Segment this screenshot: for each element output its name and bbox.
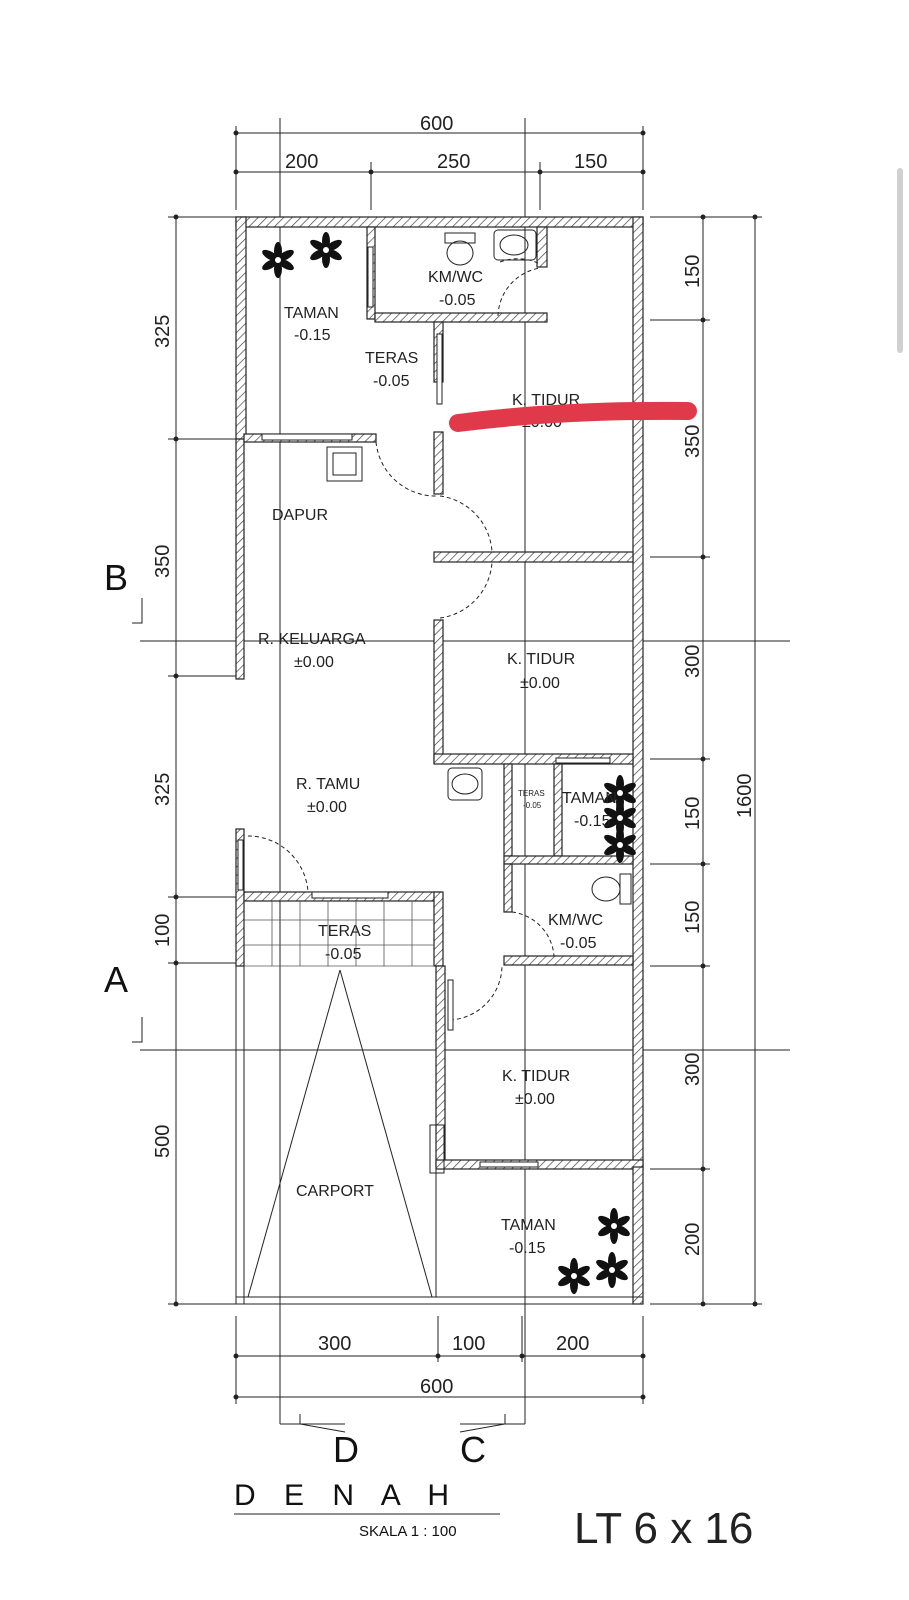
teras-tiles [244,901,434,967]
dim-left-seg-5: 500 [152,1125,174,1158]
dim-right-seg-6: 300 [682,1053,704,1086]
level-ktidur-mid: ±0.00 [520,675,560,692]
dim-bottom-seg-3: 200 [556,1333,589,1355]
dim-right-seg-7: 200 [682,1223,704,1256]
dim-bottom-total: 600 [420,1376,453,1398]
label-tamu: R. TAMU [296,776,360,793]
section-lines [132,118,790,1433]
scrollbar[interactable] [897,168,903,353]
windows [237,246,611,1168]
label-kmwc-mid: KM/WC [548,912,603,929]
fixtures [326,229,632,905]
dim-right-seg-1: 150 [682,255,704,288]
dim-top-seg-3: 150 [574,151,607,173]
level-keluarga: ±0.00 [294,654,334,671]
level-teras-small: -0.05 [523,801,542,810]
section-marker-d: D [333,1429,359,1470]
label-keluarga: R. KELUARGA [258,631,366,648]
level-taman-top: -0.15 [294,327,331,344]
label-taman-top: TAMAN [284,305,339,322]
level-kmwc-top: -0.05 [439,292,476,309]
level-taman-bot: -0.15 [509,1240,546,1257]
dim-top-total: 600 [420,113,453,135]
dim-left-seg-1: 325 [152,315,174,348]
dim-left-seg-4: 100 [152,914,174,947]
dim-left-seg-3: 325 [152,773,174,806]
level-taman-mid: -0.15 [574,813,611,830]
dim-right-seg-4: 150 [682,797,704,830]
level-teras-front: -0.05 [325,946,362,963]
label-teras-front: TERAS [318,923,371,940]
door-swings [247,258,555,1021]
label-teras-top: TERAS [365,350,418,367]
section-marker-a: A [104,959,128,1000]
section-marker-c: C [460,1429,486,1470]
level-teras-top: -0.05 [373,373,410,390]
label-ktidur-mid: K. TIDUR [507,651,575,668]
site-boundary [235,966,643,1305]
carport-ramp [247,969,433,1298]
dim-bottom-seg-1: 300 [318,1333,351,1355]
bottom-dimensions [233,1316,646,1404]
label-taman-mid: TAMAN [562,790,617,807]
section-marker-b: B [104,557,128,598]
scale-label: SKALA 1 : 100 [359,1523,457,1540]
label-ktidur-bot: K. TIDUR [502,1068,570,1085]
label-carport: CARPORT [296,1183,374,1200]
dim-right-seg-2: 350 [682,425,704,458]
left-dimensions [168,214,236,1307]
top-dimensions [233,126,646,210]
level-ktidur-bot: ±0.00 [515,1091,555,1108]
level-kmwc-mid: -0.05 [560,935,597,952]
level-tamu: ±0.00 [307,799,347,816]
dim-top-seg-1: 200 [285,151,318,173]
plan-title: D E N A H [234,1479,459,1512]
label-teras-small: TERAS [518,789,545,798]
right-dimensions [650,214,762,1307]
lot-size-label: LT 6 x 16 [574,1504,753,1553]
label-taman-bot: TAMAN [501,1217,556,1234]
label-dapur: DAPUR [272,507,328,524]
red-markup-stroke [449,401,697,432]
label-kmwc-top: KM/WC [428,269,483,286]
dim-right-seg-3: 300 [682,645,704,678]
dim-bottom-seg-2: 100 [452,1333,485,1355]
dim-top-seg-2: 250 [437,151,470,173]
dim-left-seg-2: 350 [152,545,174,578]
dim-right-total: 1600 [734,774,756,819]
dim-right-seg-5: 150 [682,901,704,934]
